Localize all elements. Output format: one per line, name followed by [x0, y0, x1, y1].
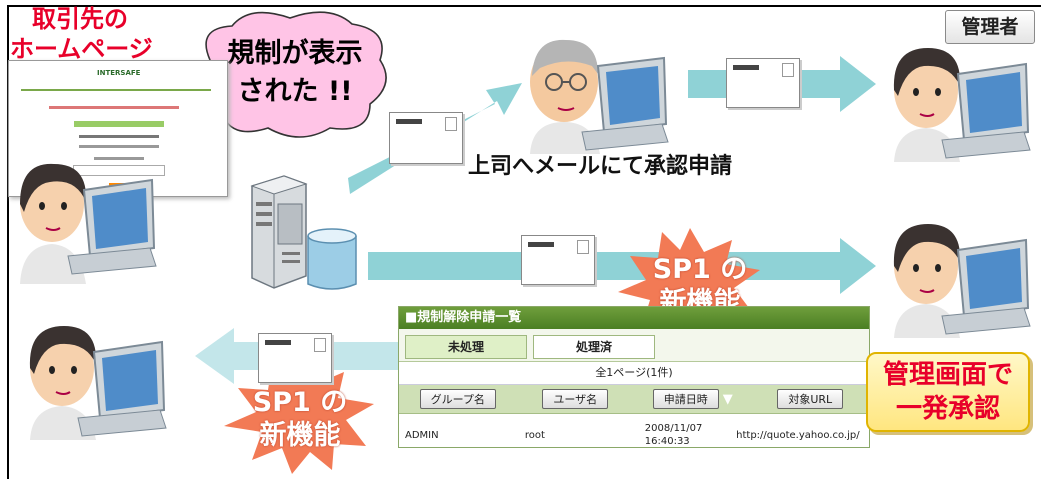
cell-url: http://quote.yahoo.co.jp/: [736, 429, 860, 441]
database-icon: [307, 228, 357, 290]
header-date-button[interactable]: 申請日時: [652, 389, 719, 409]
partner-label-line1: 取引先の: [32, 5, 128, 33]
arrow-server-to-admin: [368, 238, 876, 294]
sp1-burst-2: [224, 360, 374, 474]
bubble-line2: された !!: [237, 76, 353, 107]
partner-homepage-label: 取引先の ホームページ: [10, 4, 210, 64]
boss-person: [530, 39, 669, 154]
user-person-top-left: [20, 163, 157, 284]
cell-date: 2008/11/07 16:40:33: [639, 422, 730, 448]
cell-group: ADMIN: [405, 429, 439, 441]
site-logo: INTERSAFE: [97, 69, 141, 77]
cell-user: root: [524, 429, 545, 441]
bubble-text: 規制が表示 された !!: [200, 35, 390, 111]
admin-tag: 管理者: [945, 10, 1035, 44]
sp1-burst-2-line1: SP1 の: [252, 387, 348, 418]
table-header: グループ名 ユーザ名 申請日時▼ 対象URL: [399, 385, 869, 414]
tab-processed[interactable]: 処理済: [533, 335, 655, 359]
mail-envelope-to-boss: [389, 112, 463, 164]
header-group-button[interactable]: グループ名: [419, 389, 496, 409]
approval-request-caption: 上司へメールにて承認申請: [468, 154, 733, 179]
mail-envelope-boss-to-admin: [726, 58, 800, 108]
mail-envelope-back-to-user: [258, 333, 332, 383]
sp1-burst-2-line2: 新機能: [259, 420, 341, 451]
approval-request-panel: ■規制解除申請一覧 未処理 処理済 全1ページ(1件) グループ名 ユーザ名 申…: [398, 306, 870, 448]
sp1-burst-2-text: SP1 の 新機能: [240, 386, 360, 452]
bubble-line1: 規制が表示: [227, 38, 363, 69]
page-count: 全1ページ(1件): [399, 362, 869, 385]
speech-bubble: [185, 11, 387, 138]
cell-date-line1: 2008/11/07: [644, 423, 703, 434]
frame-left-border: [7, 5, 9, 479]
tab-pending[interactable]: 未処理: [405, 335, 527, 359]
sort-down-icon[interactable]: ▼: [722, 391, 733, 407]
cell-date-line2: 16:40:33: [644, 436, 690, 447]
user-person-bottom-left: [29, 326, 167, 440]
admin-person-middle: [893, 224, 1031, 338]
admin-approval-badge: 管理画面で 一発承認: [866, 352, 1030, 432]
admin-person-top: [893, 48, 1031, 162]
admin-approval-line2: 一発承認: [895, 394, 1000, 424]
header-url-button[interactable]: 対象URL: [777, 389, 844, 409]
server-icon: [250, 175, 308, 289]
panel-tabs: 未処理 処理済: [399, 329, 869, 362]
header-user-button[interactable]: ユーザ名: [542, 389, 609, 409]
frame-top-border: [7, 5, 1041, 7]
panel-title: ■規制解除申請一覧: [399, 307, 869, 329]
admin-approval-line1: 管理画面で: [882, 360, 1013, 390]
mail-envelope-server-to-admin: [521, 235, 595, 285]
table-row[interactable]: ADMIN root 2008/11/07 16:40:33 http://qu…: [399, 414, 869, 456]
sp1-burst-1-line1: SP1 の: [652, 254, 748, 285]
partner-label-line2: ホームページ: [10, 35, 153, 63]
